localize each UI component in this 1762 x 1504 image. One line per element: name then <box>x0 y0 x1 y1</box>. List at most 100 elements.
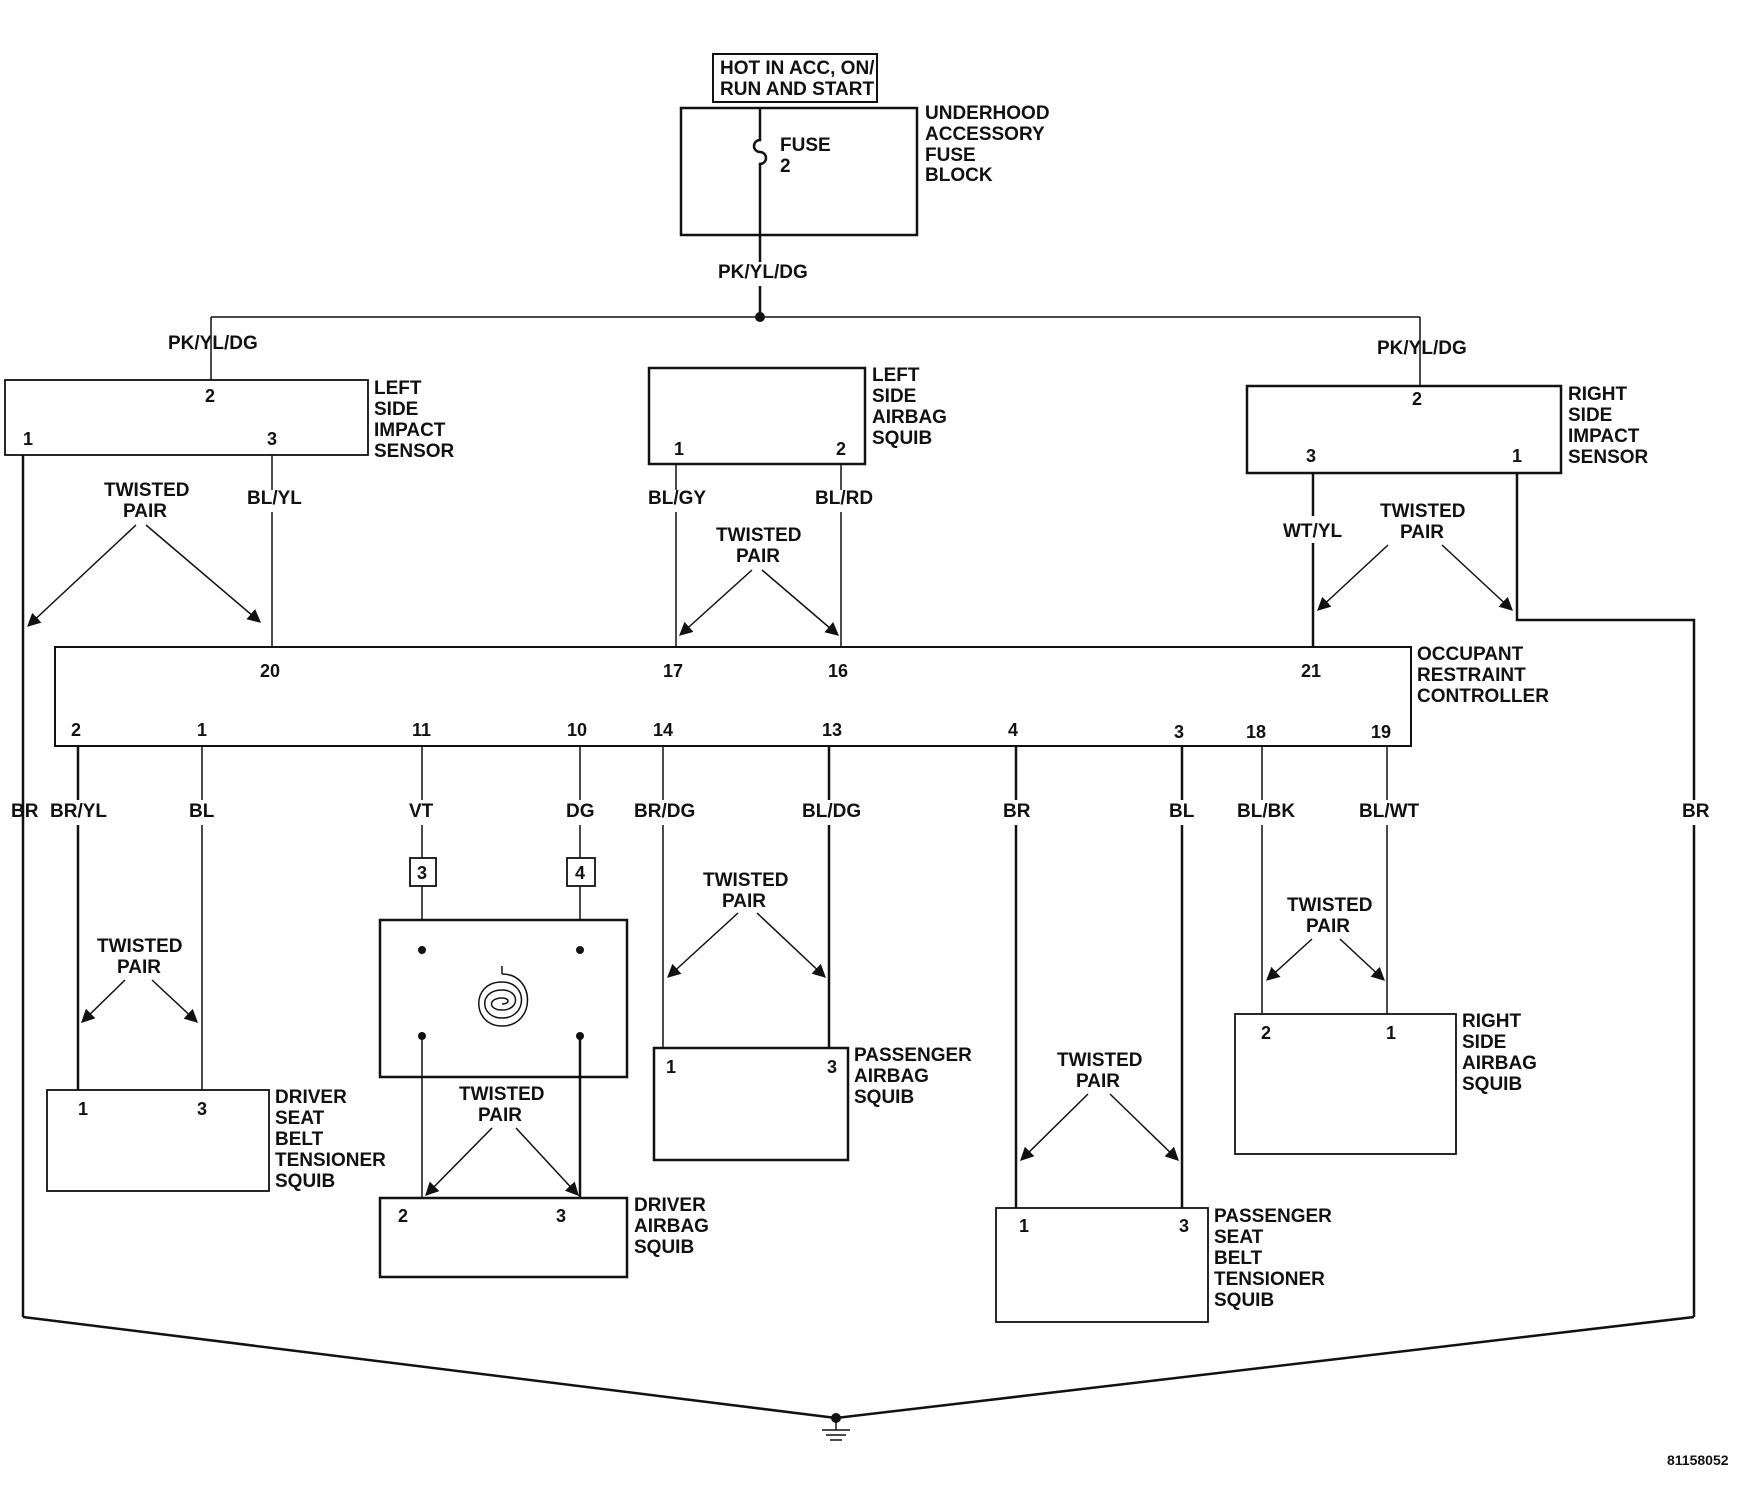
svg-text:SIDE: SIDE <box>872 386 916 407</box>
svg-text:SQUIB: SQUIB <box>1214 1290 1274 1311</box>
svg-text:19: 19 <box>1371 722 1391 742</box>
occupant-restraint-controller: 20 17 16 21 2 1 11 10 14 13 4 3 18 19 OC… <box>54 644 1549 747</box>
svg-text:BR/DG: BR/DG <box>634 801 695 822</box>
svg-text:IMPACT: IMPACT <box>374 420 446 441</box>
right-side-airbag-squib: 2 1 RIGHT SIDE AIRBAG SQUIB <box>1234 1011 1537 1155</box>
svg-text:TWISTED: TWISTED <box>1287 895 1373 916</box>
svg-text:RUN AND START: RUN AND START <box>720 79 874 100</box>
svg-text:SEAT: SEAT <box>275 1108 325 1129</box>
svg-text:BR: BR <box>1682 801 1710 822</box>
svg-text:DRIVER: DRIVER <box>634 1195 706 1216</box>
svg-text:BR: BR <box>11 801 39 822</box>
svg-text:3: 3 <box>417 863 427 883</box>
svg-text:PAIR: PAIR <box>1076 1071 1120 1092</box>
right-side-impact-sensor: 2 3 1 RIGHT SIDE IMPACT SENSOR <box>1245 384 1649 475</box>
clockspring-connector-3: 3 <box>409 857 437 920</box>
svg-text:CONTROLLER: CONTROLLER <box>1417 686 1549 707</box>
svg-text:TWISTED: TWISTED <box>97 936 183 957</box>
svg-text:3: 3 <box>1174 722 1184 742</box>
svg-text:17: 17 <box>663 661 683 681</box>
ground-icon <box>822 1429 850 1441</box>
figure-id: 81158052 <box>1667 1452 1729 1468</box>
svg-text:11: 11 <box>412 720 431 740</box>
svg-text:AIRBAG: AIRBAG <box>872 407 947 428</box>
svg-text:1: 1 <box>1512 446 1522 466</box>
underhood-fuse-block: FUSE 2 UNDERHOOD ACCESSORY FUSE BLOCK <box>679 103 1050 237</box>
svg-text:SQUIB: SQUIB <box>872 428 932 449</box>
svg-text:SEAT: SEAT <box>1214 1227 1264 1248</box>
svg-text:SQUIB: SQUIB <box>1462 1074 1522 1095</box>
ground-circuit <box>22 1315 1695 1441</box>
svg-text:PK/YL/DG: PK/YL/DG <box>168 333 258 354</box>
svg-text:TWISTED: TWISTED <box>1057 1050 1143 1071</box>
svg-text:BL: BL <box>189 801 215 822</box>
svg-text:PK/YL/DG: PK/YL/DG <box>718 262 808 283</box>
svg-text:3: 3 <box>556 1206 566 1226</box>
svg-text:HOT IN ACC, ON/: HOT IN ACC, ON/ <box>720 58 875 79</box>
svg-text:WT/YL: WT/YL <box>1283 521 1342 542</box>
svg-text:BL/DG: BL/DG <box>802 801 861 822</box>
svg-text:PAIR: PAIR <box>1306 916 1350 937</box>
svg-text:SIDE: SIDE <box>374 399 418 420</box>
svg-text:SENSOR: SENSOR <box>374 441 455 462</box>
svg-text:3: 3 <box>1179 1216 1189 1236</box>
svg-text:PAIR: PAIR <box>117 957 161 978</box>
clockspring-connector-4: 4 <box>566 857 596 920</box>
svg-text:2: 2 <box>205 386 215 406</box>
twisted-pair-passenger-airbag: TWISTED PAIR <box>667 870 826 978</box>
feed-wire: PK/YL/DG PK/YL/DG PK/YL/DG <box>168 235 1467 386</box>
svg-text:OCCUPANT: OCCUPANT <box>1417 644 1524 665</box>
driver-airbag-squib: 2 3 DRIVER AIRBAG SQUIB <box>378 1195 709 1279</box>
svg-text:RESTRAINT: RESTRAINT <box>1417 665 1526 686</box>
svg-text:4: 4 <box>575 863 585 883</box>
svg-text:PAIR: PAIR <box>478 1105 522 1126</box>
svg-text:TWISTED: TWISTED <box>459 1084 545 1105</box>
svg-text:LEFT: LEFT <box>374 378 422 399</box>
svg-text:BL/YL: BL/YL <box>247 488 302 509</box>
svg-text:PAIR: PAIR <box>123 501 167 522</box>
svg-text:1: 1 <box>78 1099 88 1119</box>
svg-text:AIRBAG: AIRBAG <box>1462 1053 1537 1074</box>
svg-text:3: 3 <box>267 429 277 449</box>
svg-text:DRIVER: DRIVER <box>275 1087 347 1108</box>
clockspring-spiral-icon <box>478 966 529 1027</box>
svg-text:1: 1 <box>1019 1216 1029 1236</box>
driver-seat-belt-tensioner-squib: 1 3 DRIVER SEAT BELT TENSIONER SQUIB <box>46 1087 386 1192</box>
svg-text:1: 1 <box>23 429 33 449</box>
svg-text:VT: VT <box>409 801 434 822</box>
svg-text:2: 2 <box>780 156 791 177</box>
svg-text:TWISTED: TWISTED <box>703 870 789 891</box>
svg-text:RIGHT: RIGHT <box>1568 384 1628 405</box>
svg-text:21: 21 <box>1301 661 1321 681</box>
twisted-pair-passenger-belt: TWISTED PAIR <box>1020 1050 1179 1161</box>
svg-text:BELT: BELT <box>1214 1248 1263 1269</box>
svg-text:PAIR: PAIR <box>736 546 780 567</box>
twisted-pair-driver-belt: TWISTED PAIR <box>81 936 198 1023</box>
svg-text:BLOCK: BLOCK <box>925 165 993 186</box>
left-side-airbag-squib: 1 2 LEFT SIDE AIRBAG SQUIB <box>647 365 947 466</box>
svg-text:3: 3 <box>827 1057 837 1077</box>
svg-text:BL/BK: BL/BK <box>1237 801 1295 822</box>
svg-text:SQUIB: SQUIB <box>634 1237 694 1258</box>
passenger-seat-belt-tensioner-squib: 1 3 PASSENGER SEAT BELT TENSIONER SQUIB <box>995 1206 1332 1323</box>
svg-text:AIRBAG: AIRBAG <box>634 1216 709 1237</box>
clockspring <box>378 918 629 1079</box>
svg-text:BELT: BELT <box>275 1129 324 1150</box>
twisted-pair-left-squib: TWISTED PAIR <box>678 525 840 636</box>
svg-text:AIRBAG: AIRBAG <box>854 1066 929 1087</box>
upper-wires: BL/YL BL/GY BL/RD WT/YL <box>21 455 1696 1317</box>
fuse-icon <box>752 108 768 235</box>
svg-text:10: 10 <box>567 720 587 740</box>
svg-text:BL/RD: BL/RD <box>815 488 873 509</box>
svg-text:SENSOR: SENSOR <box>1568 447 1649 468</box>
svg-text:TWISTED: TWISTED <box>104 480 190 501</box>
twisted-pair-driver-airbag: TWISTED PAIR <box>425 1084 579 1196</box>
svg-text:13: 13 <box>822 720 842 740</box>
svg-text:FUSE: FUSE <box>925 145 976 166</box>
svg-text:IMPACT: IMPACT <box>1568 426 1640 447</box>
svg-text:4: 4 <box>1008 720 1018 740</box>
svg-text:20: 20 <box>260 661 280 681</box>
svg-text:18: 18 <box>1246 722 1266 742</box>
svg-text:SQUIB: SQUIB <box>854 1087 914 1108</box>
svg-text:2: 2 <box>836 439 846 459</box>
